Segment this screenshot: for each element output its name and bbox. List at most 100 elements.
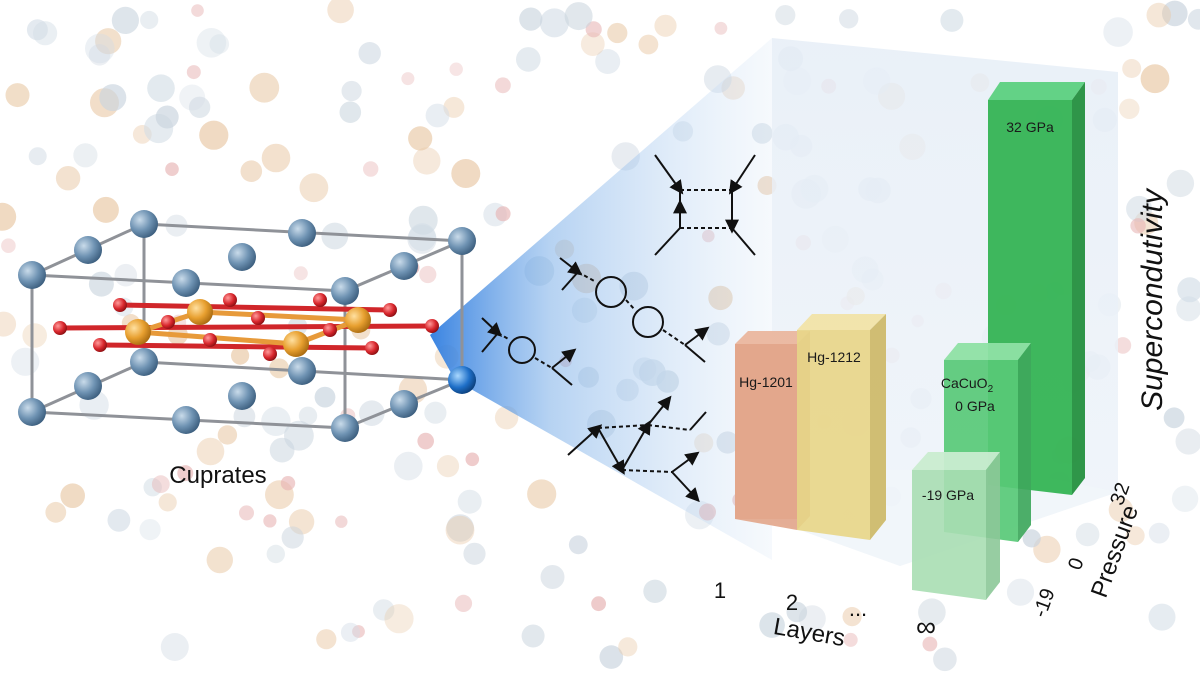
bokeh-atom: [358, 42, 381, 65]
bokeh-atom: [798, 605, 826, 633]
bokeh-atom: [417, 432, 435, 450]
oxygen-atoms: [53, 293, 439, 361]
bokeh-atom: [1146, 2, 1172, 28]
bokeh-atom: [1022, 529, 1041, 548]
bokeh-atom: [654, 14, 677, 37]
layers-tick-1: 1: [714, 578, 726, 603]
bokeh-atom: [585, 21, 602, 38]
bokeh-atom: [206, 546, 233, 574]
bokeh-atom: [1176, 296, 1200, 322]
bokeh-atom: [231, 346, 250, 365]
bokeh-atom: [261, 406, 291, 436]
bokeh-atom: [147, 74, 175, 102]
bokeh-atom: [1126, 195, 1153, 222]
bokeh-atom: [519, 7, 543, 31]
bokeh-atom: [327, 0, 354, 24]
copper-atoms: [125, 299, 371, 357]
bokeh-atom: [775, 5, 796, 26]
bar-label-cacuo2: CaCuO2: [941, 375, 994, 395]
bokeh-atom: [45, 501, 67, 523]
bokeh-atom: [1175, 428, 1200, 455]
bokeh-atom: [516, 47, 541, 72]
bokeh-atom: [495, 206, 511, 222]
bokeh-atom: [339, 101, 362, 123]
bokeh-atom: [465, 452, 480, 467]
bokeh-atom: [568, 535, 588, 555]
bokeh-atom: [394, 451, 423, 481]
bokeh-atom: [143, 478, 162, 497]
single-bubble-diagram: [481, 317, 577, 386]
bokeh-atom: [111, 6, 139, 34]
bokeh-atom: [408, 126, 433, 151]
bokeh-atom: [1177, 277, 1200, 303]
bokeh-atom: [1148, 522, 1170, 544]
bokeh-atom: [88, 44, 111, 66]
bokeh-atom: [449, 62, 463, 76]
feynman-diagrams: [481, 154, 756, 503]
bokeh-atom: [11, 347, 40, 376]
bar-label-0gpa: 0 GPa: [955, 398, 995, 414]
bokeh-atom: [446, 514, 475, 542]
bar-label-hg1212: Hg-1212: [807, 349, 861, 365]
bokeh-atom: [933, 647, 957, 672]
bokeh-atom: [196, 28, 227, 58]
bokeh-atom: [266, 544, 285, 564]
bokeh-atom: [341, 80, 362, 102]
bokeh-atom: [26, 19, 48, 41]
bokeh-atom: [759, 612, 785, 638]
bokeh-atom: [922, 636, 938, 652]
bokeh-atom: [445, 515, 475, 545]
zoom-beam: [430, 38, 772, 560]
bokeh-atom: [217, 425, 238, 445]
bokeh-atom: [139, 519, 161, 541]
layers-axis-title: Layers: [771, 613, 847, 652]
bokeh-atom: [419, 265, 437, 284]
layers-tick-ellipsis: ...: [849, 596, 867, 621]
bokeh-atom: [340, 622, 361, 643]
bokeh-atom: [1166, 169, 1195, 198]
bokeh-atom: [293, 266, 308, 281]
bokeh-atom: [199, 120, 229, 150]
pressure-axis-title: Pressure: [1086, 502, 1144, 601]
bokeh-atom: [1122, 59, 1142, 78]
bokeh-atom: [321, 222, 349, 250]
bokeh-atom: [643, 579, 667, 603]
bokeh-atom: [196, 437, 225, 466]
bokeh-atom: [638, 34, 659, 55]
bokeh-atom: [1171, 485, 1199, 512]
bokeh-atom: [918, 598, 946, 626]
bokeh-atom: [580, 32, 605, 56]
bokeh-atom: [261, 143, 291, 173]
bokeh-atom: [1162, 0, 1188, 27]
bokeh-atom: [1033, 535, 1061, 564]
bokeh-atom: [314, 386, 336, 408]
bokeh-atom: [521, 624, 545, 648]
bokeh-atom: [209, 34, 230, 54]
bokeh-atom: [316, 629, 337, 650]
bokeh-atom: [408, 223, 437, 252]
bokeh-atom: [352, 625, 365, 638]
bokeh-atom: [284, 420, 314, 451]
bokeh-atom: [842, 607, 862, 627]
bokeh-atom: [1148, 603, 1176, 631]
bokeh-atom: [55, 166, 81, 191]
bokeh-atom: [5, 83, 30, 108]
bokeh-atom: [940, 8, 964, 32]
bokeh-atom: [22, 323, 47, 348]
bokeh-atom: [263, 514, 277, 528]
cacuo2-subscript: 2: [988, 384, 994, 395]
bars: Hg-1201 Hg-1212 32 GPa CaCuO2 0 GPa: [735, 82, 1085, 600]
bokeh-atom: [451, 159, 481, 188]
bokeh-atom: [249, 72, 280, 103]
vertex-diagram: [567, 395, 707, 503]
bokeh-atom: [425, 103, 450, 128]
bokeh-atom: [495, 77, 511, 94]
bokeh-atom: [92, 196, 119, 223]
bokeh-atom: [107, 508, 131, 532]
bokeh-atom: [95, 28, 122, 55]
bokeh-atom: [1130, 218, 1146, 234]
bokeh-atom: [443, 96, 465, 118]
bokeh-atom: [191, 4, 204, 17]
